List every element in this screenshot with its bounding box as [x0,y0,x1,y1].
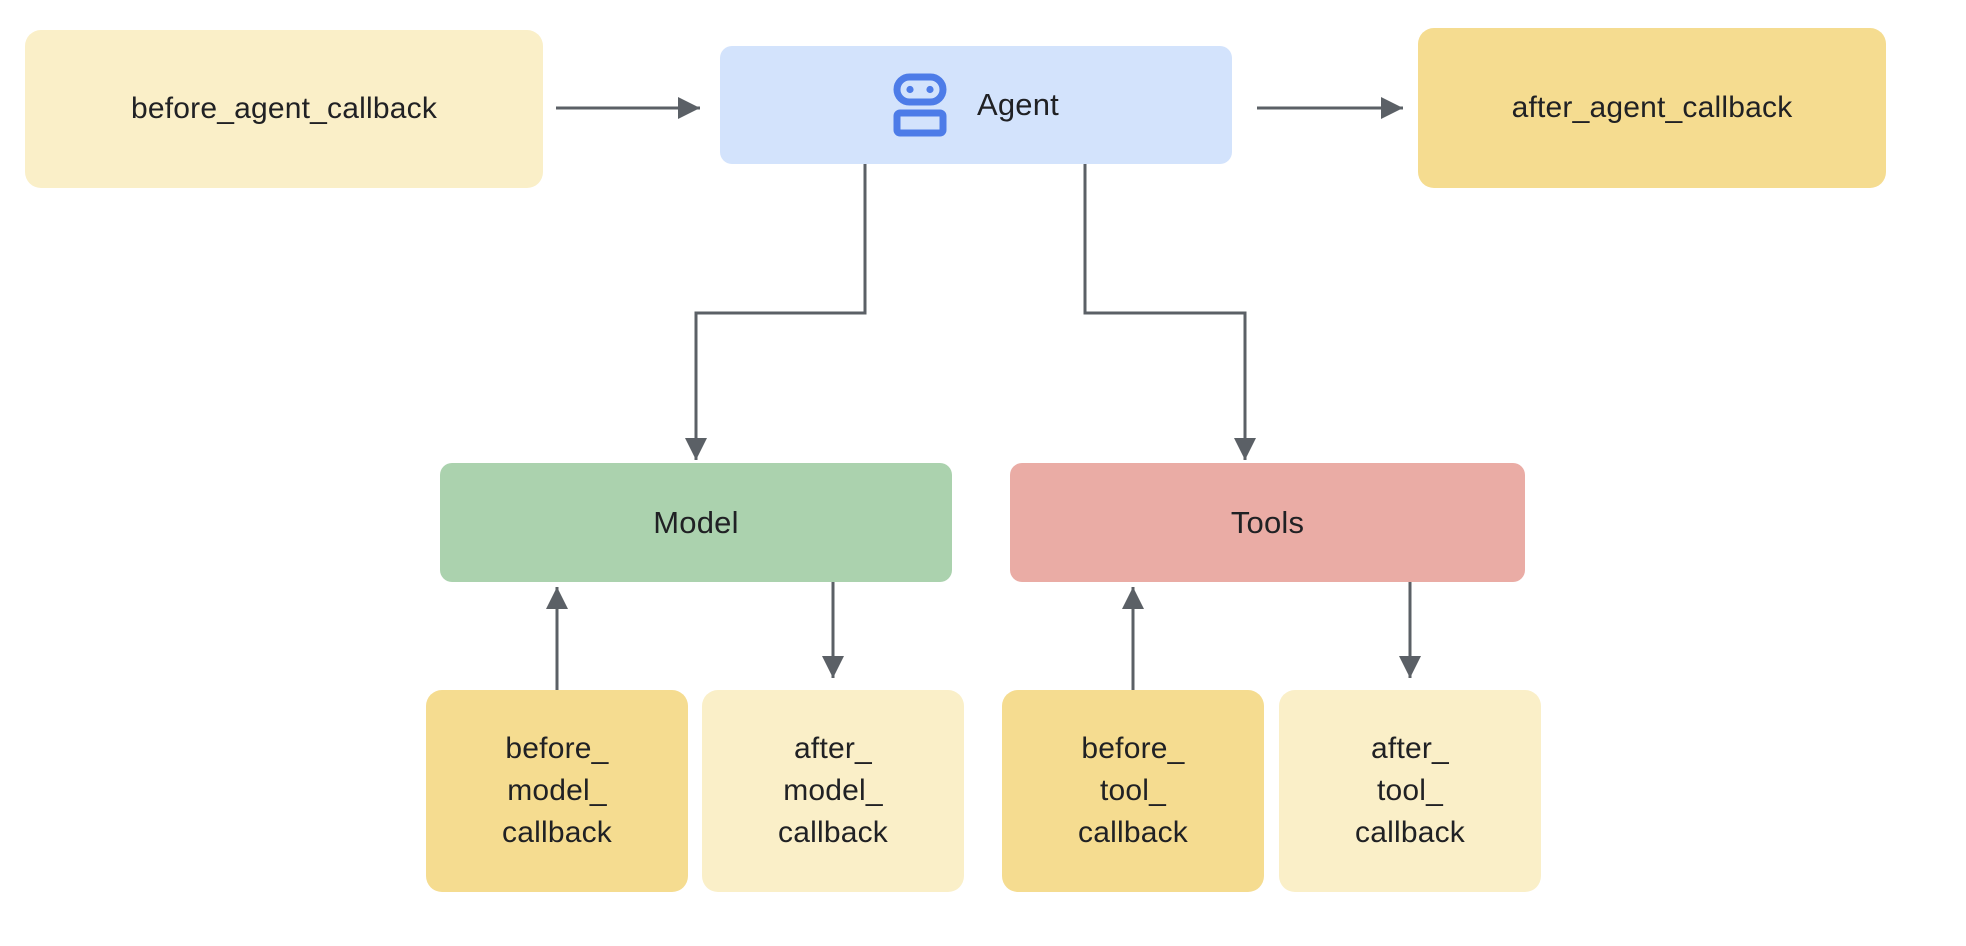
node-label: before_ tool_ callback [1078,732,1188,849]
node-after-tool-callback: after_ tool_ callback [1279,690,1541,892]
node-label: Model [653,504,739,540]
node-label: before_ model_ callback [502,732,612,849]
node-model: Model [440,463,952,582]
edge-agent-to-tools [1083,164,1256,460]
node-label: after_agent_callback [1511,91,1793,124]
robot-icon [893,73,947,137]
node-agent: Agent [720,46,1232,164]
node-label: before_agent_callback [130,92,438,125]
node-after-model-callback: after_ model_ callback [702,690,964,892]
node-tools: Tools [1010,463,1525,582]
node-label: after_ model_ callback [778,732,888,849]
node-before-agent-callback: before_agent_callback [25,30,543,188]
node-label: Tools [1230,504,1305,540]
edge-agent-to-model [685,164,867,460]
node-label: Agent [976,87,1059,122]
node-before-tool-callback: before_ tool_ callback [1002,690,1264,892]
node-before-model-callback: before_ model_ callback [426,690,688,892]
node-after-agent-callback: after_agent_callback [1418,28,1886,188]
node-label: after_ tool_ callback [1355,732,1465,849]
